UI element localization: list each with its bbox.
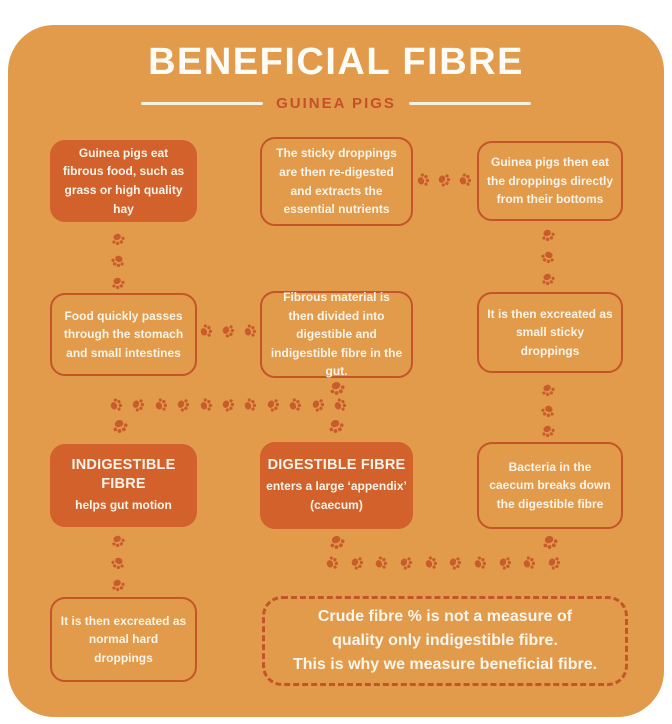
paw-icon bbox=[177, 399, 190, 412]
step-text: Fibrous material is then divided into di… bbox=[270, 290, 403, 379]
step-box-eat-droppings-directly: Guinea pigs then eat the droppings direc… bbox=[477, 141, 623, 221]
paw-icon bbox=[351, 557, 363, 570]
divider-line-right bbox=[408, 101, 532, 105]
paw-icon bbox=[112, 579, 125, 592]
note-box: Crude fibre % is not a measure of qualit… bbox=[262, 596, 628, 686]
step-text: Guinea pigs eat fibrous food, such as gr… bbox=[62, 145, 185, 216]
paw-icon bbox=[417, 173, 430, 186]
note-line: quality only indigestible fibre. bbox=[332, 632, 558, 649]
paw-icon bbox=[112, 277, 125, 290]
paw-icon bbox=[438, 174, 451, 187]
paw-icon bbox=[267, 399, 279, 412]
step-text: It is then excreated as normal hard drop… bbox=[60, 613, 187, 665]
step-box-sticky-droppings-redigested: The sticky droppings are then re-digeste… bbox=[260, 137, 413, 226]
paw-trail-col1-row1to2 bbox=[109, 232, 127, 290]
step-content: INDIGESTIBLE FIBRE helps gut motion bbox=[54, 456, 193, 514]
page-title: BENEFICIAL FIBRE bbox=[148, 41, 524, 83]
paw-trail-row2-col1to2 bbox=[199, 323, 257, 339]
step-box-fibrous-material-divided: Fibrous material is then divided into di… bbox=[260, 290, 413, 379]
step-text: Guinea pigs then eat the droppings direc… bbox=[487, 155, 614, 207]
paw-icon bbox=[289, 398, 302, 411]
step-box-indigestible-fibre: INDIGESTIBLE FIBRE helps gut motion bbox=[50, 444, 197, 527]
paw-icon bbox=[329, 419, 344, 433]
step-box-excreted-small-sticky: It is then excreated as small sticky dro… bbox=[477, 292, 623, 373]
paw-icon bbox=[541, 251, 554, 264]
paw-trail-col1-row3to4 bbox=[109, 534, 127, 592]
paw-icon bbox=[200, 324, 213, 337]
paw-icon bbox=[111, 557, 124, 570]
paw-icon bbox=[133, 399, 145, 412]
paw-trail-split-horizontal bbox=[109, 397, 347, 413]
paw-trail-bottom-horizontal bbox=[325, 555, 561, 571]
paw-icon bbox=[543, 535, 558, 549]
paw-trail-col3-row1to2 bbox=[539, 228, 557, 286]
paw-trail-row1-col2to3 bbox=[416, 172, 472, 188]
step-box-bacteria-caecum: Bacteria in the caecum breaks down the d… bbox=[477, 442, 623, 529]
paw-icon bbox=[400, 557, 413, 570]
paw-icon bbox=[542, 229, 555, 242]
paw-icon bbox=[523, 556, 536, 569]
step-box-digestible-fibre: DIGESTIBLE FIBRE enters a large ‘appendi… bbox=[260, 442, 413, 529]
step-heading: INDIGESTIBLE FIBRE bbox=[71, 457, 176, 493]
paw-step-split-left-down bbox=[112, 418, 128, 434]
step-box-excreted-normal-hard: It is then excreated as normal hard drop… bbox=[50, 597, 197, 682]
paw-icon bbox=[474, 556, 487, 569]
note-content: Crude fibre % is not a measure of qualit… bbox=[293, 605, 597, 677]
step-box-eat-fibrous-food: Guinea pigs eat fibrous food, such as gr… bbox=[50, 140, 197, 222]
paw-icon bbox=[200, 398, 212, 411]
paw-icon bbox=[376, 556, 388, 569]
note-line: Crude fibre % is not a measure of bbox=[317, 608, 573, 625]
step-text: The sticky droppings are then re-digeste… bbox=[276, 146, 397, 217]
step-content: DIGESTIBLE FIBRE enters a large ‘appendi… bbox=[264, 456, 409, 514]
step-text: enters a large ‘appendix’ (caecum) bbox=[266, 479, 407, 512]
paw-icon bbox=[312, 399, 324, 412]
paw-icon bbox=[450, 557, 462, 570]
paw-icon bbox=[222, 399, 235, 412]
step-text: Bacteria in the caecum breaks down the d… bbox=[489, 459, 611, 511]
step-text: helps gut motion bbox=[75, 498, 172, 513]
step-heading: DIGESTIBLE FIBRE bbox=[267, 457, 406, 474]
paw-step-below-bacteria bbox=[542, 534, 558, 550]
paw-icon bbox=[244, 324, 257, 337]
paw-step-below-digestible bbox=[329, 534, 345, 550]
step-text: It is then excreated as small sticky dro… bbox=[487, 306, 613, 358]
paw-icon bbox=[222, 325, 235, 338]
infographic-card: BENEFICIAL FIBRE GUINEA PIGS Guinea pigs… bbox=[8, 25, 664, 717]
paw-icon bbox=[459, 173, 472, 186]
paw-step-split-top bbox=[329, 380, 345, 396]
paw-icon bbox=[155, 398, 167, 411]
paw-icon bbox=[541, 405, 554, 417]
subtitle: GUINEA PIGS bbox=[276, 94, 396, 112]
paw-icon bbox=[542, 425, 555, 438]
step-text: Food quickly passes through the stomach … bbox=[63, 308, 184, 360]
paw-icon bbox=[499, 557, 511, 570]
paw-icon bbox=[330, 381, 345, 395]
paw-icon bbox=[112, 233, 125, 246]
paw-icon bbox=[548, 557, 560, 570]
paw-icon bbox=[542, 273, 555, 286]
paw-icon bbox=[245, 398, 257, 411]
paw-icon bbox=[111, 255, 124, 268]
paw-icon bbox=[542, 384, 555, 397]
paw-icon bbox=[330, 535, 345, 549]
step-box-food-passes-stomach: Food quickly passes through the stomach … bbox=[50, 293, 197, 376]
paw-icon bbox=[112, 535, 125, 548]
subtitle-row: GUINEA PIGS bbox=[141, 94, 532, 112]
divider-line-left bbox=[141, 101, 264, 105]
paw-trail-col3-row2to3 bbox=[539, 383, 557, 438]
paw-icon bbox=[113, 419, 128, 433]
paw-icon bbox=[334, 398, 346, 411]
paw-icon bbox=[326, 556, 339, 569]
note-line: This is why we measure beneficial fibre. bbox=[292, 656, 598, 673]
paw-step-split-mid-down bbox=[328, 418, 344, 434]
paw-icon bbox=[110, 398, 123, 411]
paw-icon bbox=[425, 556, 437, 569]
